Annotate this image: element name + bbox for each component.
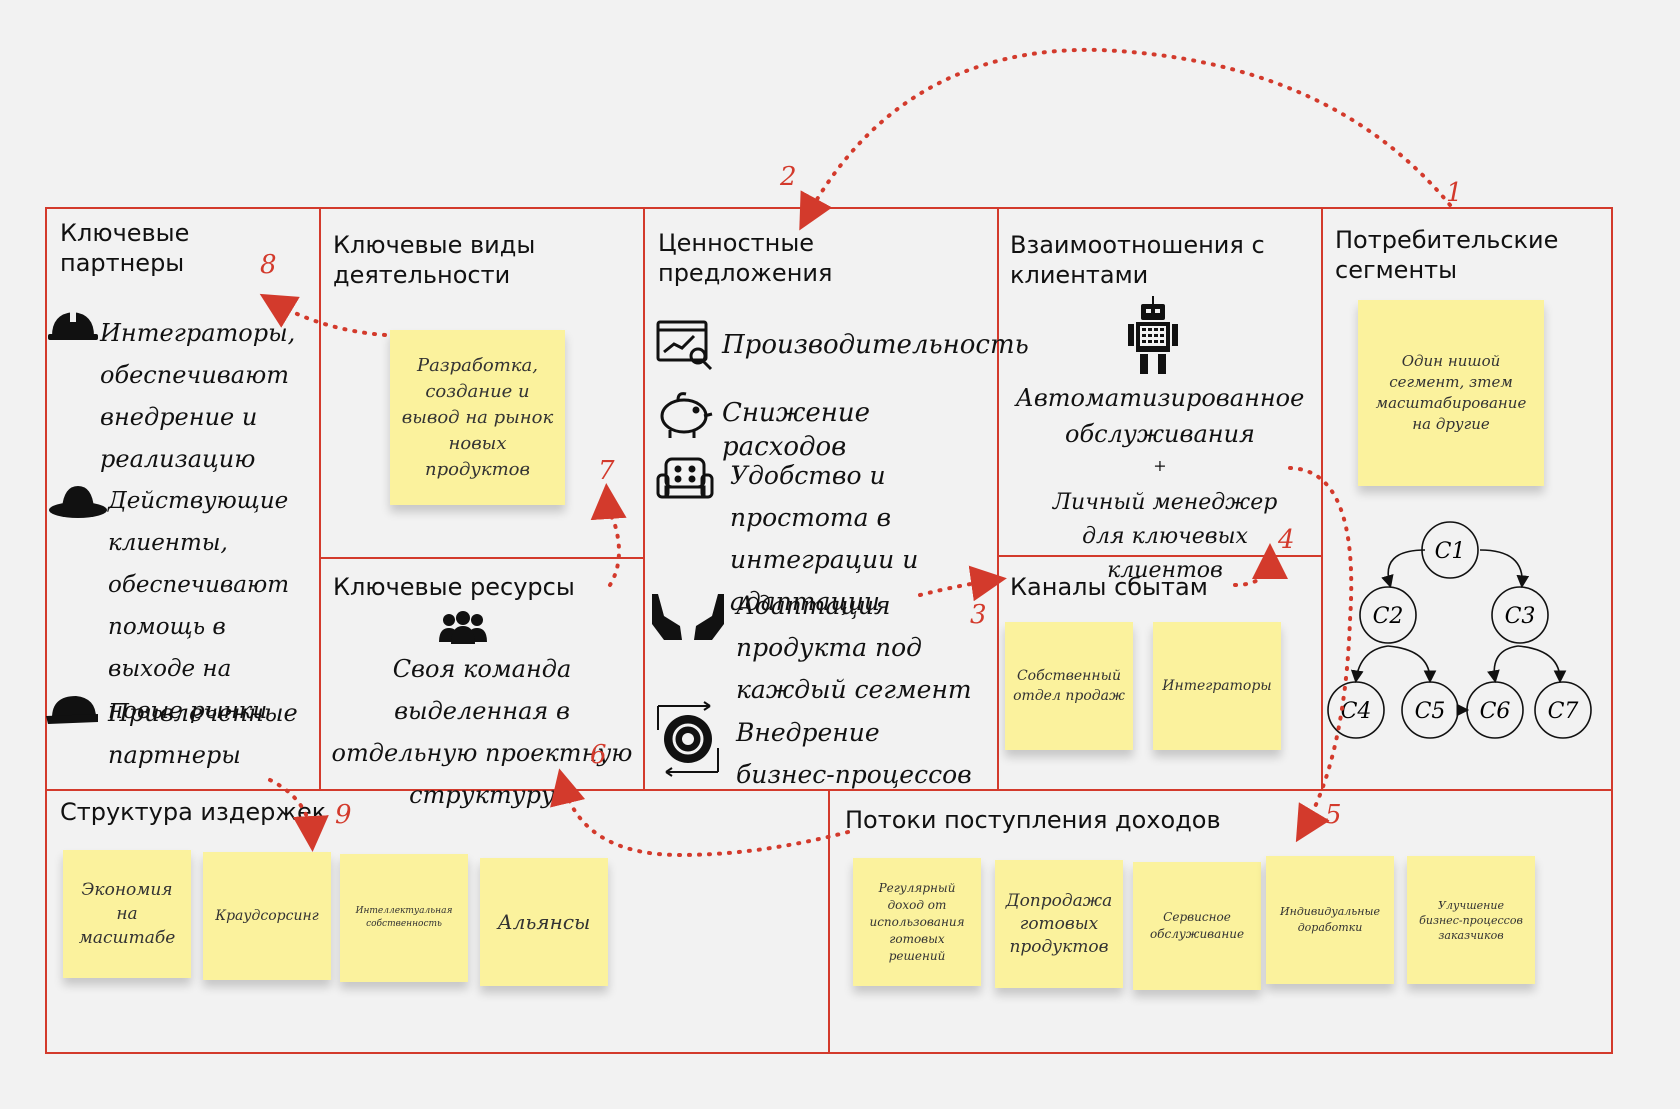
value-item-convenience: Удобство и простота в интеграции и адапт…: [730, 461, 919, 616]
robot-icon: [1126, 296, 1180, 378]
flow-number-5: 5: [1325, 800, 1342, 830]
divider-v2: [643, 207, 645, 790]
revenue-note-custom: Индивидуальные доработки: [1266, 856, 1394, 984]
flow-number-6: 6: [590, 740, 607, 770]
relationships-manager: Личный менеджер для ключевых клиентов: [1052, 490, 1278, 583]
divider-bottom-v: [828, 789, 830, 1054]
flow-number-1: 1: [1446, 178, 1463, 208]
cap-icon: [46, 690, 102, 728]
cost-note-economy: Экономия на масштабе: [63, 850, 191, 978]
flow-number-3: 3: [970, 600, 987, 630]
channel-note-integrators: Интеграторы: [1153, 622, 1281, 750]
partner-item-attracted: Привлеченные партнеры: [108, 699, 298, 769]
cost-note-alliances: Альянсы: [480, 858, 608, 986]
cost-note-crowdsourcing: Краудсорсинг: [203, 852, 331, 980]
divider-v1: [319, 207, 321, 790]
cost-note-ip: Интеллектуальная собственность: [340, 854, 468, 982]
segments-note: Один нишой сегмент, зтем масштабирование…: [1358, 300, 1544, 486]
relationships-plus: +: [1153, 456, 1167, 475]
revenue-streams-title: Потоки поступления доходов: [845, 806, 1221, 834]
divider-v4: [1321, 207, 1323, 790]
partner-item-integrators: Интеграторы, обеспечивают внедрение и ре…: [100, 319, 296, 473]
resources-text: Своя команда выделенная в отдельную прое…: [331, 655, 633, 809]
hardhat-icon: [48, 306, 98, 342]
activities-note: Разработка, создание и вывод на рынок но…: [390, 330, 565, 505]
gear-icon: [650, 700, 726, 778]
revenue-note-service: Сервисное обслуживание: [1133, 862, 1261, 990]
armchair-icon: [656, 455, 714, 505]
channels-title: Каналы сбытам: [1010, 573, 1208, 601]
flow-number-9: 9: [335, 800, 352, 830]
cowboy-hat-icon: [48, 480, 108, 520]
hands-icon: [650, 590, 726, 642]
key-activities-title: Ключевые виды деятельности: [333, 231, 536, 289]
flow-number-8: 8: [260, 250, 277, 280]
divider-v3: [997, 207, 999, 790]
value-item-productivity: Производительность: [722, 330, 1029, 360]
revenue-note-improvement: Улучшение бизнес-процессов заказчиков: [1407, 856, 1535, 984]
key-partners-title: Ключевые партнеры: [60, 219, 190, 277]
value-item-adaptation: Адаптация продукта под каждый сегмент: [736, 591, 972, 704]
flow-number-2: 2: [780, 162, 797, 192]
revenue-note-upsell: Допродажа готовых продуктов: [995, 860, 1123, 988]
analytics-icon: [656, 318, 714, 372]
value-propositions-title: Ценностные предложения: [658, 229, 833, 287]
key-resources-title: Ключевые ресурсы: [333, 573, 575, 601]
value-item-costs: Снижение расходов: [722, 398, 870, 462]
divider-activities-resources: [319, 557, 644, 559]
customer-relationships-title: Взаимоотношения с клиентами: [1010, 231, 1265, 289]
team-icon: [437, 610, 489, 644]
piggy-bank-icon: [656, 388, 714, 440]
value-item-processes: Внедрение бизнес-процессов: [736, 718, 972, 789]
relationships-automated: Автоматизированное обслуживания: [1015, 384, 1305, 448]
channel-note-own-sales: Собственный отдел продаж: [1005, 622, 1133, 750]
flow-number-4: 4: [1278, 525, 1295, 555]
flow-number-7: 7: [598, 456, 615, 486]
flow-arrow-1-2: [799, 47, 1452, 231]
revenue-note-regular: Регулярный доход от использования готовы…: [853, 858, 981, 986]
divider-relationships-channels: [997, 555, 1322, 557]
customer-segments-title: Потребительские сегменты: [1335, 226, 1559, 284]
partner-item-clients: Действующие клиенты, обеспечивают помощь…: [108, 488, 290, 724]
